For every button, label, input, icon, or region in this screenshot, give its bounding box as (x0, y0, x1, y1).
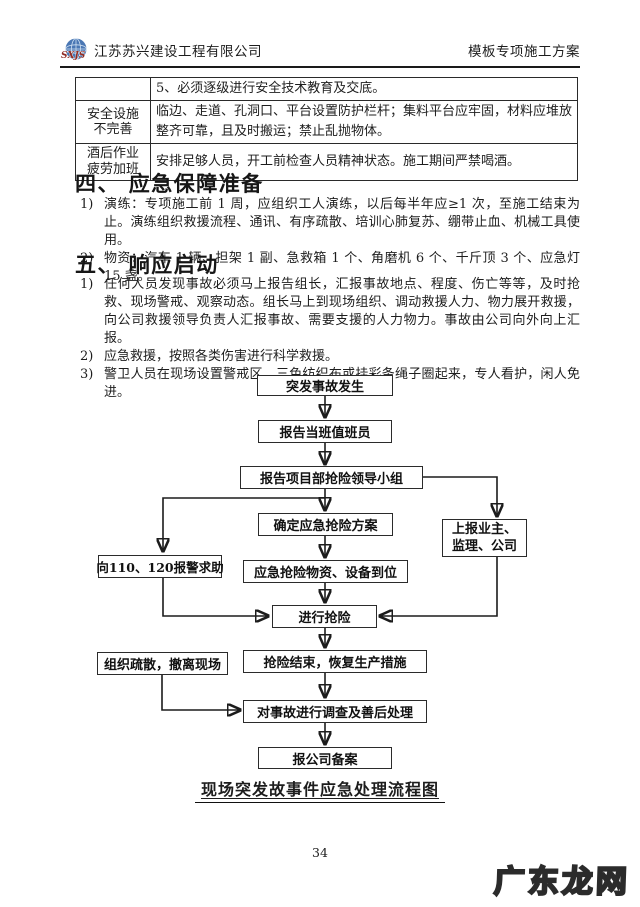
flow-node-investigate: 对事故进行调查及善后处理 (243, 700, 427, 723)
arrow-evacuate-to-investigate (161, 675, 240, 710)
header-divider (60, 66, 580, 68)
arrow-branch-to-notify (423, 476, 497, 516)
flow-node-supplies: 应急抢险物资、设备到位 (243, 560, 408, 583)
table-row: 酒后作业 疲劳加班 安排足够人员，开工前检查人员精神状态。施工期间严禁喝酒。 (75, 143, 578, 181)
flow-node-file: 报公司备案 (258, 747, 392, 769)
risk-measure-cell: 5、必须逐级进行安全技术教育及交底。 (150, 76, 578, 102)
arrow-branch-to-call-police (163, 497, 325, 551)
list-item-number: 1) (80, 197, 94, 212)
page-header: SXJS 江苏苏兴建设工程有限公司 模板专项施工方案 (60, 36, 580, 64)
list-item: 2) 物资：汽车 1 辆、担架 1 副、急救箱 1 个、角磨机 6 个、千斤顶 … (80, 250, 580, 286)
flow-node-notify: 上报业主、 监理、公司 (442, 519, 527, 557)
list-item-text: 警卫人员在现场设置警戒区，三色纺织布或挂彩条绳子圈起来，专人看护，闲人免进。 (104, 367, 580, 400)
list-item: 3) 警卫人员在现场设置警戒区，三色纺织布或挂彩条绳子圈起来，专人看护，闲人免进… (80, 366, 580, 402)
section5-heading: 五、 响应启动 (75, 252, 219, 277)
list-item: 1) 演练：专项施工前 1 周，应组织工人演练，以后每半年应≥1 次，至施工结束… (80, 196, 580, 250)
section4-heading: 四、 应急保障准备 (75, 171, 264, 196)
table-row: 安全设施 不完善 临边、走道、孔洞口、平台设置防护栏杆；集料平台应牢固，材料应堆… (75, 100, 578, 145)
list-item: 2) 应急救援，按照各类伤害进行科学救援。 (80, 348, 580, 366)
company-name: 江苏苏兴建设工程有限公司 (94, 44, 262, 60)
document-title: 模板专项施工方案 (468, 44, 580, 60)
flow-node-report-duty: 报告当班值班员 (258, 420, 392, 443)
list-item-number: 2) (80, 251, 94, 266)
flow-node-recover: 抢险结束，恢复生产措施 (243, 650, 427, 673)
list-item-text: 演练：专项施工前 1 周，应组织工人演练，以后每半年应≥1 次，至施工结束为止。… (104, 197, 580, 248)
flow-node-call-police: 向110、120报警求助 (96, 555, 224, 578)
risk-measure-cell: 安排足够人员，开工前检查人员精神状态。施工期间严禁喝酒。 (150, 143, 578, 181)
flow-node-evacuate: 组织疏散，撤离现场 (97, 652, 228, 675)
section4-list: 1) 演练：专项施工前 1 周，应组织工人演练，以后每半年应≥1 次，至施工结束… (80, 196, 580, 286)
list-item-number: 1) (80, 277, 94, 292)
list-item: 1) 任何人员发现事故必须马上报告组长，汇报事故地点、程度、伤亡等等，及时抢救、… (80, 276, 580, 348)
risk-measures-table: 5、必须逐级进行安全技术教育及交底。 安全设施 不完善 临边、走道、孔洞口、平台… (75, 76, 578, 181)
list-item-text: 应急救援，按照各类伤害进行科学救援。 (104, 349, 339, 364)
list-item-text: 任何人员发现事故必须马上报告组长，汇报事故地点、程度、伤亡等等，及时抢救、现场警… (104, 277, 580, 346)
risk-measure-cell: 临边、走道、孔洞口、平台设置防护栏杆；集料平台应牢固，材料应堆放整齐可靠，且及时… (150, 100, 578, 145)
table-row: 5、必须逐级进行安全技术教育及交底。 (75, 76, 578, 102)
list-item-text: 物资：汽车 1 辆、担架 1 副、急救箱 1 个、角磨机 6 个、千斤顶 3 个… (104, 251, 580, 284)
flow-node-start: 突发事故发生 (257, 375, 393, 396)
section5-list: 1) 任何人员发现事故必须马上报告组长，汇报事故地点、程度、伤亡等等，及时抢救、… (80, 276, 580, 402)
flow-node-plan: 确定应急抢险方案 (258, 513, 393, 536)
list-item-number: 2) (80, 349, 94, 364)
flowchart-connectors (0, 396, 640, 810)
emergency-flowchart: 突发事故发生 报告当班值班员 报告项目部抢险领导小组 确定应急抢险方案 应急抢险… (0, 370, 640, 810)
risk-category-cell: 安全设施 不完善 (75, 100, 151, 145)
page-number: 34 (312, 845, 328, 860)
arrow-notify-to-rescue (380, 557, 498, 616)
company-globe-logo-icon: SXJS (61, 38, 87, 61)
list-item-number: 3) (80, 367, 94, 382)
site-watermark: 广东龙网 (492, 863, 631, 901)
flow-node-report-team: 报告项目部抢险领导小组 (240, 466, 423, 489)
risk-category-cell: 酒后作业 疲劳加班 (75, 143, 151, 181)
logo-letters: SXJS (61, 51, 86, 61)
company-brand: SXJS 江苏苏兴建设工程有限公司 (60, 37, 262, 63)
risk-category-cell (75, 76, 151, 102)
arrow-call-police-to-rescue (162, 578, 268, 616)
flowchart-caption: 现场突发故事件应急处理流程图 (194, 776, 445, 803)
flow-node-rescue: 进行抢险 (272, 605, 377, 628)
flowchart-caption-row: 现场突发故事件应急处理流程图 (0, 776, 640, 803)
